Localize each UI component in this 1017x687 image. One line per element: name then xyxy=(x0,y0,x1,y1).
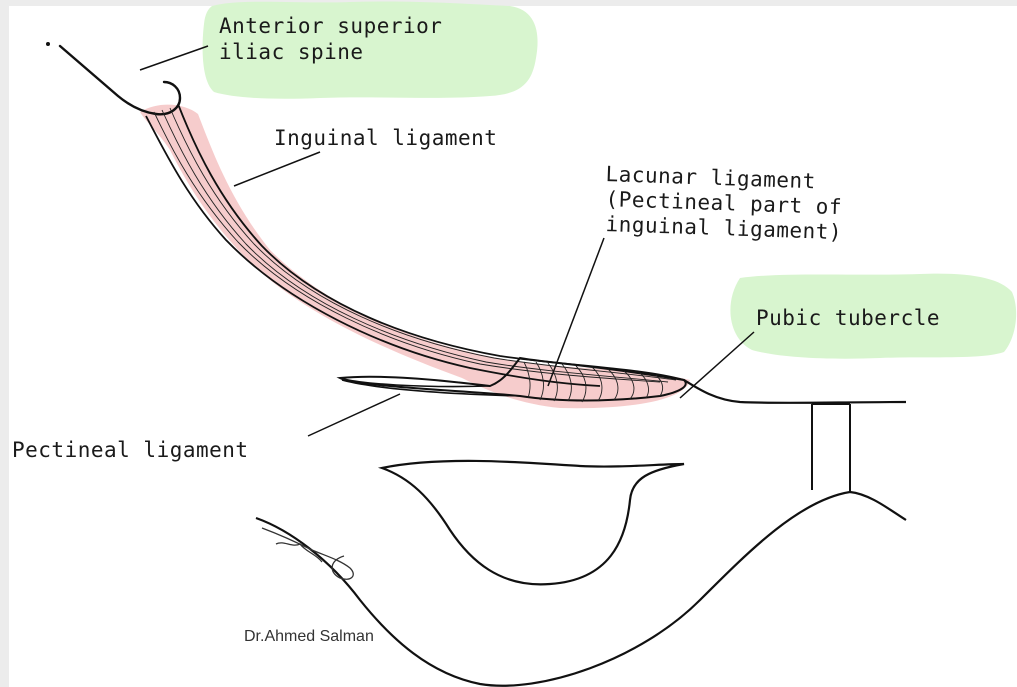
inferior-pubic-ramus xyxy=(256,492,906,686)
superior-pubic-ramus xyxy=(684,380,906,403)
pectineal-leader-line xyxy=(308,394,400,436)
author-credit: Dr.Ahmed Salman xyxy=(244,628,374,646)
asis-label-line2: iliac spine xyxy=(219,40,364,65)
pubic-symphysis xyxy=(812,404,850,492)
pubic-leader-line xyxy=(680,332,754,398)
asis-label-line1: Anterior superior xyxy=(219,14,442,39)
artist-signature xyxy=(262,528,353,579)
inguinal-leader-line xyxy=(234,152,320,186)
pectineal-ligament-label: Pectineal ligament xyxy=(12,438,249,463)
pubic-tubercle-label: Pubic tubercle xyxy=(756,306,940,331)
iliac-crest-outline xyxy=(60,46,180,114)
inguinal-ligament-label: Inguinal ligament xyxy=(274,126,497,151)
asis-leader-line xyxy=(140,46,208,70)
obturator-foramen xyxy=(382,461,684,584)
